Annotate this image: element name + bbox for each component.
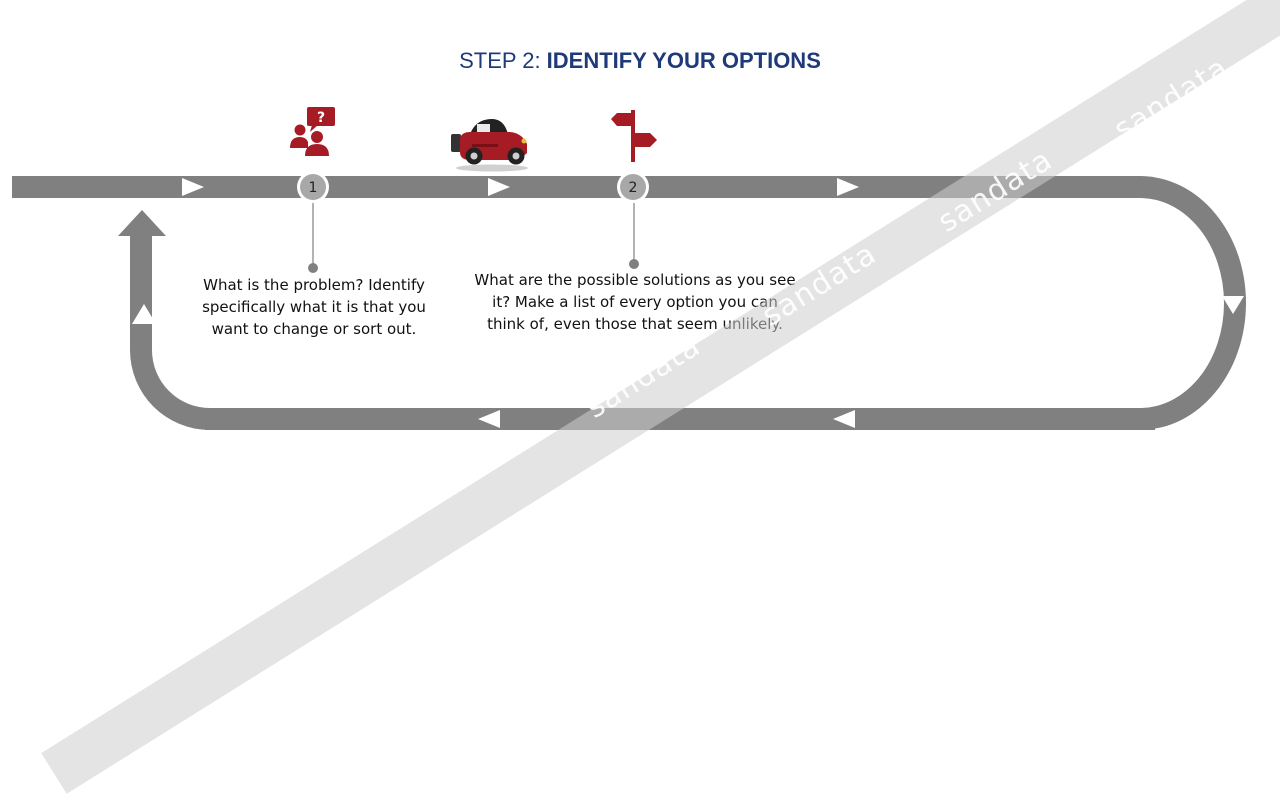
arrow-right-3 <box>837 178 859 196</box>
track-right-curve <box>1140 176 1246 430</box>
direction-arrows <box>132 178 1244 428</box>
track-top <box>12 176 1142 198</box>
step-2-marker: 2 <box>617 171 649 269</box>
track-up-arrowhead <box>118 210 166 236</box>
arrow-up-left <box>132 304 156 324</box>
arrow-left-1 <box>833 410 855 428</box>
road-loop-diagram: 1 2 ? <box>12 107 1246 430</box>
signpost-icon <box>611 110 657 162</box>
track-left-curve <box>130 236 210 430</box>
step-1-marker: 1 <box>297 171 329 273</box>
arrow-left-2 <box>478 410 500 428</box>
step-1-number: 1 <box>309 180 318 196</box>
step-1-description: What is the problem? Identify specifical… <box>202 276 426 338</box>
title-main: IDENTIFY YOUR OPTIONS <box>546 48 821 73</box>
road-track <box>12 176 1246 430</box>
svg-text:?: ? <box>317 110 325 126</box>
person-question-icon: ? <box>290 107 335 156</box>
step-2-description: What are the possible solutions as you s… <box>474 271 796 333</box>
arrow-down-right <box>1222 296 1244 314</box>
step-2-number: 2 <box>629 180 638 196</box>
car-icon <box>451 119 528 172</box>
track-bottom <box>205 408 1155 430</box>
arrow-right-1 <box>182 178 204 196</box>
title-prefix: STEP 2: <box>459 48 541 73</box>
arrow-right-2 <box>488 178 510 196</box>
page-title: STEP 2:IDENTIFY YOUR OPTIONS <box>0 48 1280 74</box>
